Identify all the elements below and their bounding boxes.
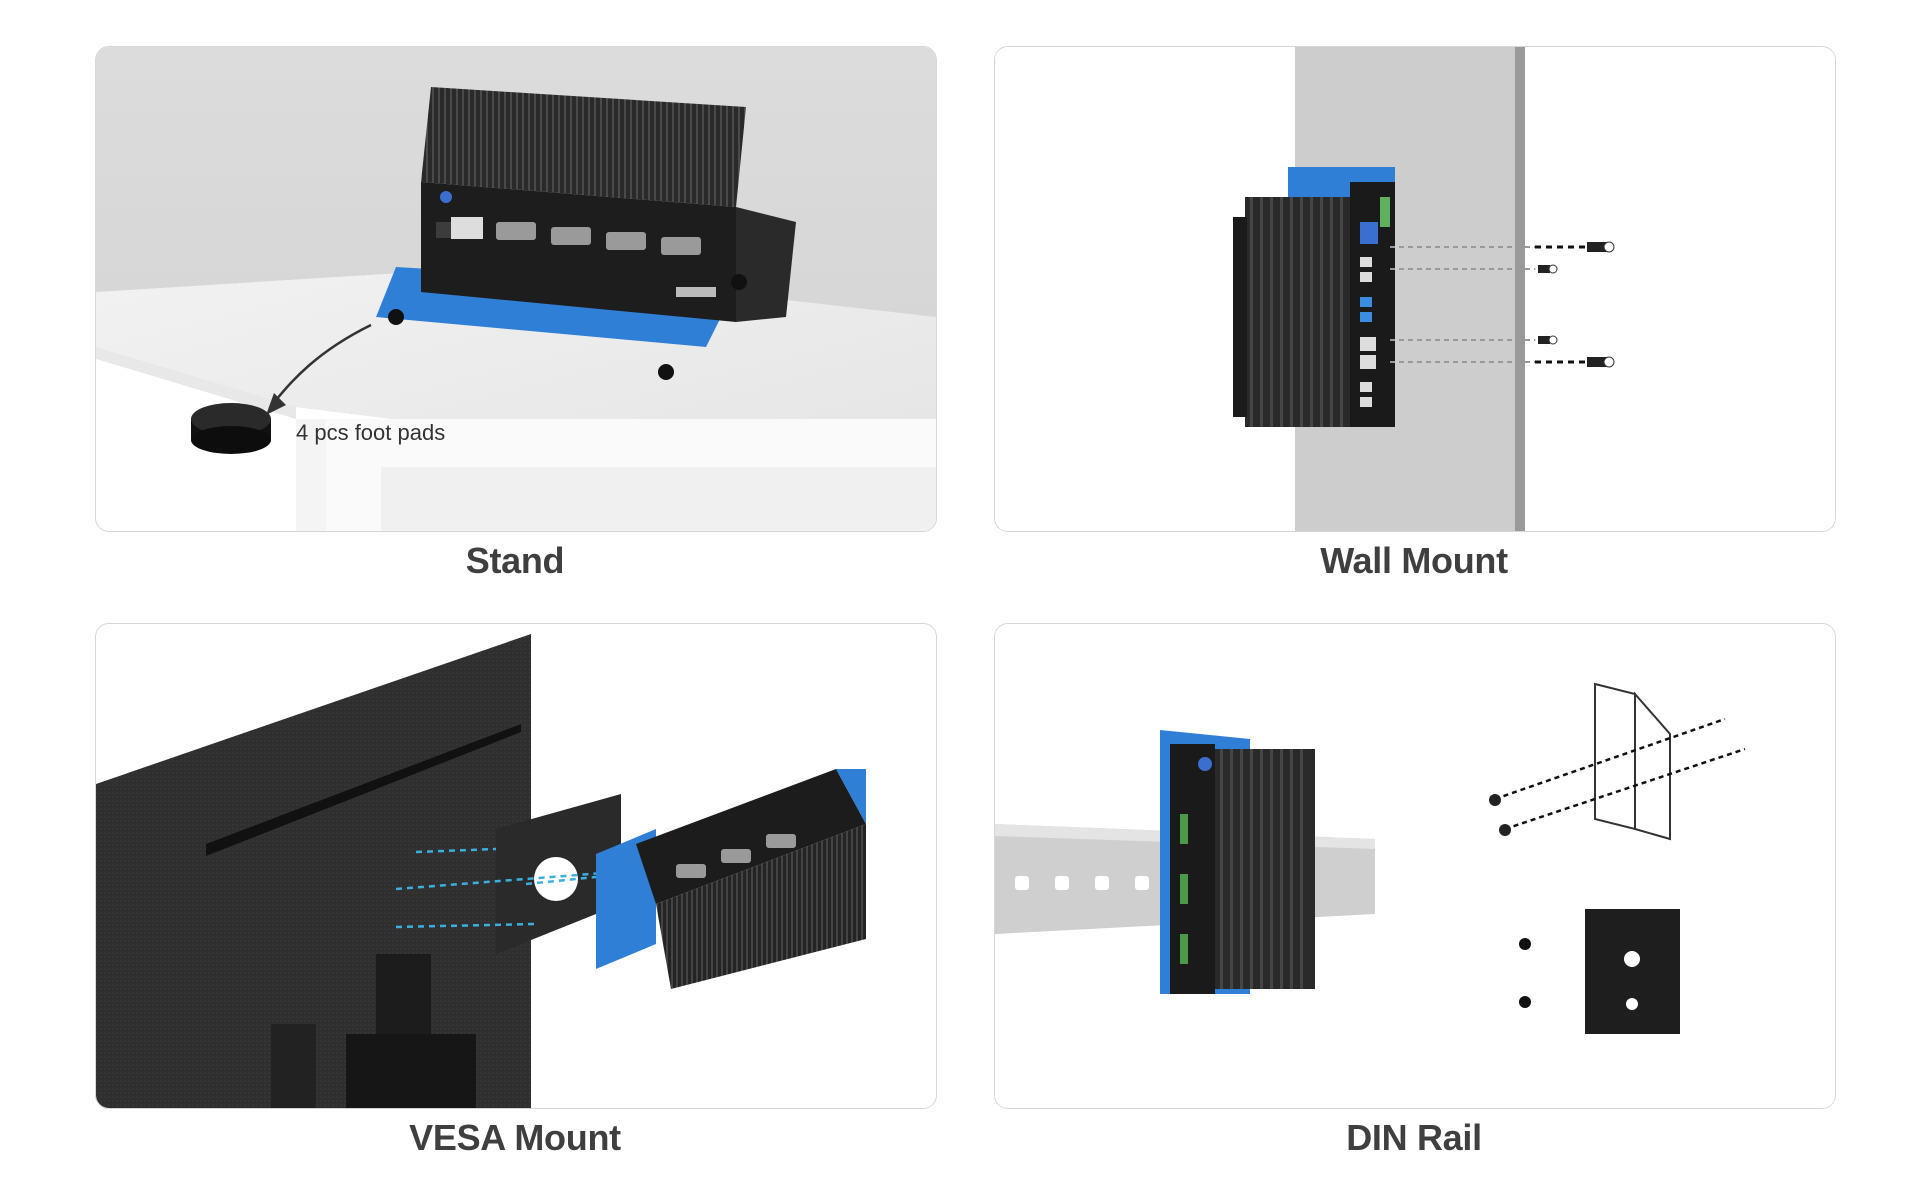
din-rail-illustration (995, 624, 1835, 1108)
screw-icon (1538, 241, 1615, 368)
stand-panel: 4 pcs foot pads (95, 46, 937, 532)
wall-mount-caption: Wall Mount (1320, 540, 1508, 581)
foot-pads-annotation: 4 pcs foot pads (296, 420, 446, 445)
foot-pad-icon (191, 403, 271, 455)
stand-caption: Stand (465, 540, 565, 581)
din-clip-icon (1489, 682, 1746, 1034)
mini-pc-icon (596, 769, 866, 989)
din-rail-caption: DIN Rail (1346, 1117, 1482, 1158)
vesa-plate (496, 794, 621, 954)
vesa-mount-caption: VESA Mount (409, 1117, 621, 1158)
mini-pc-icon (1160, 730, 1315, 994)
monitor-icon (96, 634, 531, 1108)
mini-pc-icon (1233, 167, 1395, 427)
mini-pc-icon (376, 87, 796, 347)
vesa-mount-illustration (96, 624, 936, 1108)
wall-mount-illustration (995, 47, 1835, 531)
stand-illustration (96, 47, 936, 531)
wall-mount-panel (994, 46, 1836, 532)
din-rail-panel (994, 623, 1836, 1109)
vesa-mount-panel (95, 623, 937, 1109)
